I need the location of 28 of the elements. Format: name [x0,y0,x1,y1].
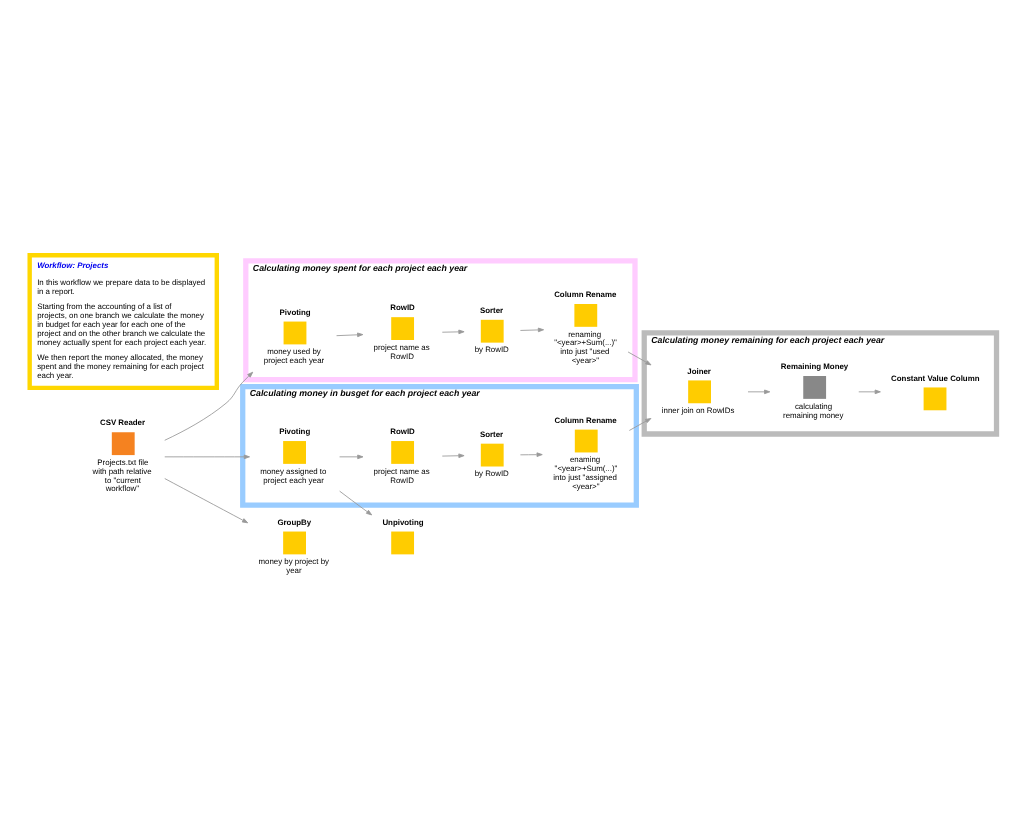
arrow [441,452,465,458]
node-box-text [480,318,504,342]
node-box-text [688,379,711,403]
arrow [747,388,771,394]
arrow [339,489,373,515]
node-box-text [480,442,504,466]
node-box-text [391,440,415,463]
arrow [164,370,254,440]
node-box-text [283,440,306,463]
node-box-text [283,530,306,554]
arrow [164,453,250,459]
node-box [574,303,598,326]
node-box [574,428,598,452]
node-box [923,386,947,410]
arrow [519,451,543,456]
arrow [441,328,465,334]
node-box [391,530,415,554]
arrow [628,417,652,430]
arrow [858,388,881,394]
arrow [519,326,545,332]
arrow [339,453,364,459]
node-box [111,431,135,455]
arrow [627,350,652,365]
node-box-text [283,320,307,344]
node-box-text [803,375,827,398]
arrow [336,331,364,337]
node-box-text [391,316,415,339]
arrow [164,477,249,523]
